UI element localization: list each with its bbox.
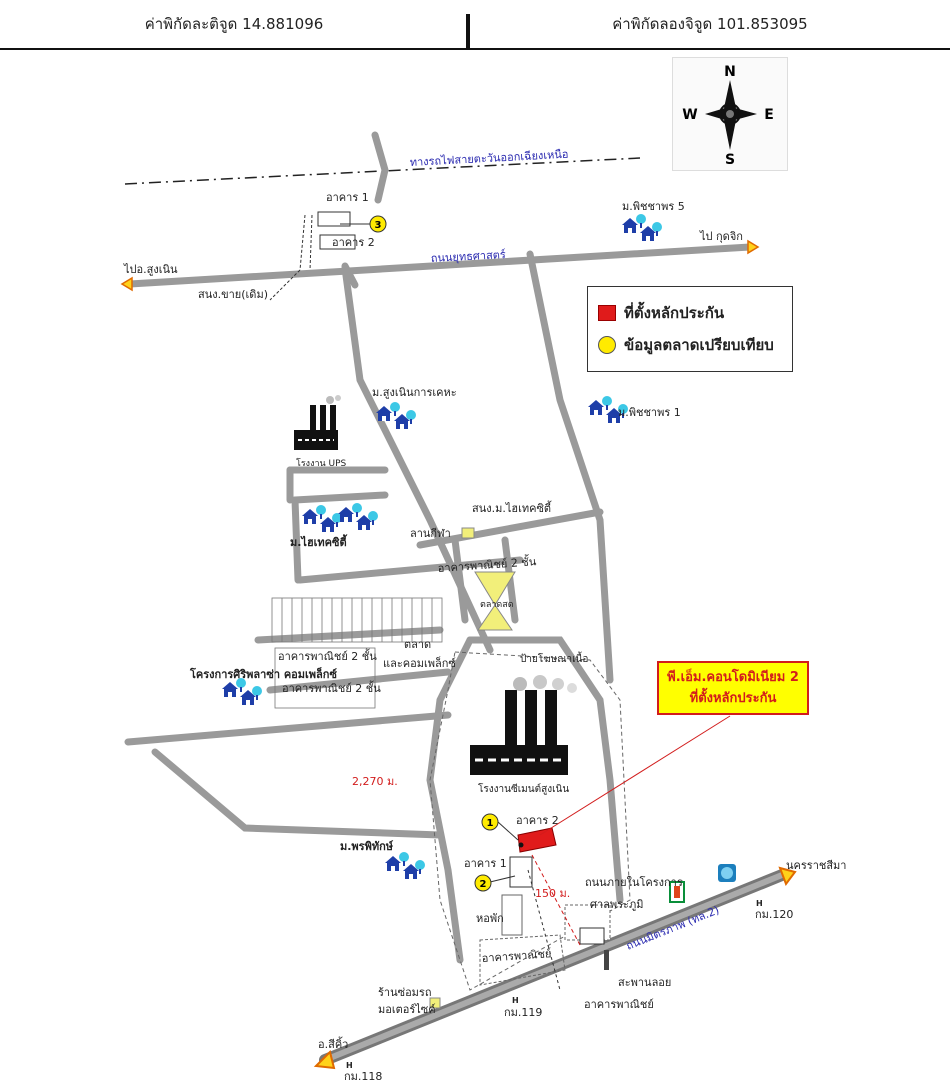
marker-1: 1 (481, 813, 519, 841)
hitech-city-label: ม.ไฮเทคซิตี้ (290, 534, 348, 549)
km120-label: กม.120 (755, 908, 793, 921)
market-complex-label-2: และคอมเพล็กซ์ (383, 656, 456, 670)
collateral-building (517, 827, 557, 853)
phitcharaphon5-label: ม.พิชชาพร 5 (622, 200, 685, 213)
village-icon-phorphithak (385, 852, 425, 879)
siriphat-shophouses (271, 597, 443, 709)
market-complex-label-1: ตลาด (404, 638, 431, 651)
phorphithak-label: ม.พรพิทักษ์ (340, 840, 394, 853)
shophouse-bottom-label: อาคารพาณิชย์ (584, 998, 654, 1011)
comparable-swatch (598, 336, 616, 354)
latitude-label: ค่าพิกัดละติจูด 14.881096 (144, 15, 324, 33)
marker-2: 2 (474, 874, 516, 892)
km120-h: H (756, 899, 763, 908)
inner-road-label: ถนนภายในโครงการ (585, 875, 683, 889)
compass-s: S (725, 152, 735, 168)
hitech-office-label: สนง.ม.ไฮเทคซิตี้ (472, 500, 552, 515)
shophouse2b-label: อาคารพาณิชย์ 2 ชั้น (282, 680, 381, 695)
to-kut-chik-label: ไป กุดจิก (699, 230, 743, 243)
to-sung-noen-label: ไปอ.สูงเนิน (123, 263, 178, 276)
shophouse2a-label: อาคารพาณิชย์ 2 ชั้น (278, 648, 377, 663)
building2-top-label: อาคาร 2 (332, 236, 375, 249)
header-divider (466, 14, 470, 48)
footbridge-label: สะพานลอย (618, 976, 671, 989)
distance-150-label: 150 ม. (535, 887, 570, 900)
nakhon-ratchasima-label: นครราชสีมา (786, 859, 846, 872)
compass-rose: N S E W (672, 57, 788, 171)
location-map: ทางรถไฟสายตะวันออกเฉียงเหนือ (120, 131, 846, 1083)
village-icon-hitech (302, 505, 342, 532)
top-buildings (299, 211, 356, 271)
motor-shop-marker (429, 997, 441, 1009)
km118-h: H (346, 1061, 353, 1070)
cement-factory-icon (470, 675, 577, 775)
sports-ground-label: ลานกีฬา (410, 527, 451, 540)
distance-2270-label: 2,270 ม. (352, 775, 398, 788)
motor-shop-label-2: มอเตอร์ไซค์ (378, 1003, 436, 1016)
building1-top-label: อาคาร 1 (326, 191, 369, 204)
callout-line1: พี.เอ็ม.คอนโดมิเนียม 2 (667, 670, 799, 685)
map-legend: ที่ตั้งหลักประกัน ข้อมูลตลาดเปรียบเทียบ (587, 286, 793, 372)
km119-h: H (512, 996, 519, 1005)
arrow-nakhon (778, 866, 797, 887)
coordinates-header: ค่าพิกัดละติจูด 14.881096 ค่าพิกัดลองจิจ… (0, 0, 950, 50)
legend-collateral-label: ที่ตั้งหลักประกัน (624, 304, 725, 322)
village-icon-phitcharaphon5 (622, 214, 662, 241)
phitcharaphon1-label: ม.พิชชาพร 1 (618, 406, 681, 419)
sikhio-label: อ.สีคิ้ว (318, 1036, 348, 1051)
legend-comparable-label: ข้อมูลตลาดเปรียบเทียบ (624, 336, 774, 354)
village-icon-siriphat (222, 678, 262, 705)
ups-factory-label: โรงงาน UPS (296, 458, 347, 469)
building1-site-label: อาคาร 1 (464, 857, 507, 870)
ups-factory-icon (294, 395, 341, 450)
collateral-swatch (598, 305, 616, 321)
road-network (124, 131, 754, 964)
building2-site-label: อาคาร 2 (516, 814, 559, 827)
dorm-label: หอพัก (476, 912, 504, 925)
market-shape (474, 571, 516, 606)
legend-collateral: ที่ตั้งหลักประกัน (598, 301, 724, 325)
siriphat-project-label: โครงการศิริพลาซ่า คอมเพล็กซ์ (189, 667, 337, 681)
arrow-east (747, 239, 760, 255)
cement-factory-label: โรงงานซีเมนต์สูงเนิน (478, 782, 569, 795)
compass-e: E (764, 107, 774, 123)
motor-shop-label-1: ร้านซ่อมรถ (378, 986, 432, 999)
legend-comparable: ข้อมูลตลาดเปรียบเทียบ (598, 333, 774, 357)
bus-stop-label: ป้ายโฆษณาเนื้อ (520, 651, 588, 665)
yuttha-road-label: ถนนยุทธศาสตร์ (430, 248, 506, 265)
market-label: ตลาดสด (480, 600, 514, 610)
svg-text:2: 2 (480, 879, 487, 890)
compass-n: N (724, 64, 736, 80)
sungnoen-kaikha-label: ม.สูงเนินการเคหะ (372, 386, 457, 399)
shophouse-site-label: อาคารพาณิชย์ (481, 947, 552, 965)
footbridge-icon (604, 950, 609, 970)
temple-label: ศาลพระภูมิ (590, 898, 643, 911)
marker-3: 3 (340, 215, 387, 233)
arrow-sikhio (313, 1050, 336, 1070)
callout-leader (539, 715, 731, 836)
site-buildings (479, 854, 611, 991)
arrow-west (120, 276, 133, 292)
sports-ground-marker (461, 527, 475, 539)
factory-boundary (429, 651, 631, 991)
svg-text:3: 3 (375, 220, 382, 231)
km119-label: กม.119 (504, 1006, 542, 1019)
callout-line2: ที่ตั้งหลักประกัน (689, 691, 777, 706)
km118-label: กม.118 (344, 1070, 382, 1083)
old-station-label: สนง.ขาย(เดิม) (198, 288, 268, 301)
compass-w: W (682, 107, 697, 123)
collateral-callout: พี.เอ็ม.คอนโดมิเนียม 2 ที่ตั้งหลักประกัน (657, 661, 809, 715)
longitude-label: ค่าพิกัดลองจิจูด 101.853095 (612, 15, 808, 33)
svg-text:1: 1 (487, 818, 494, 829)
